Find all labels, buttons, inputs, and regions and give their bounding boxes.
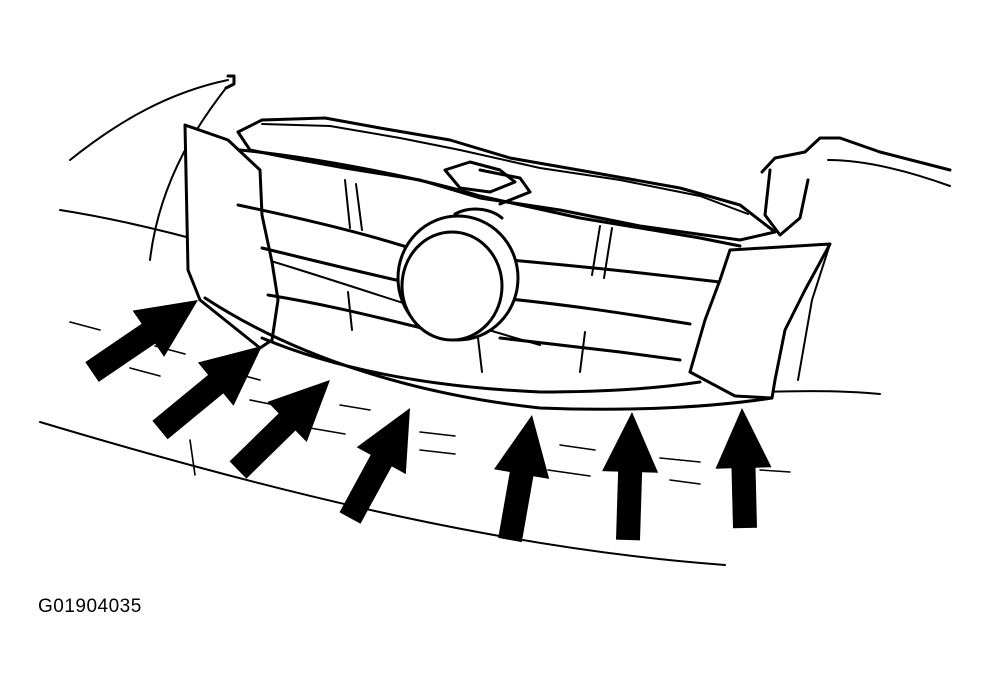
figure-caption: G01904035 [38,596,142,617]
grille-body [183,123,832,411]
grille-upper-frame [236,116,777,242]
arrow-group [85,300,772,543]
emblem [396,207,520,342]
push-arrow-3 [229,380,330,479]
fender-outline [760,136,952,237]
push-arrow-7 [715,408,772,529]
push-arrow-4 [339,408,410,524]
push-arrow-2 [152,346,262,440]
push-arrow-1 [85,300,198,382]
push-arrow-6 [602,412,659,541]
push-arrow-5 [494,415,550,543]
